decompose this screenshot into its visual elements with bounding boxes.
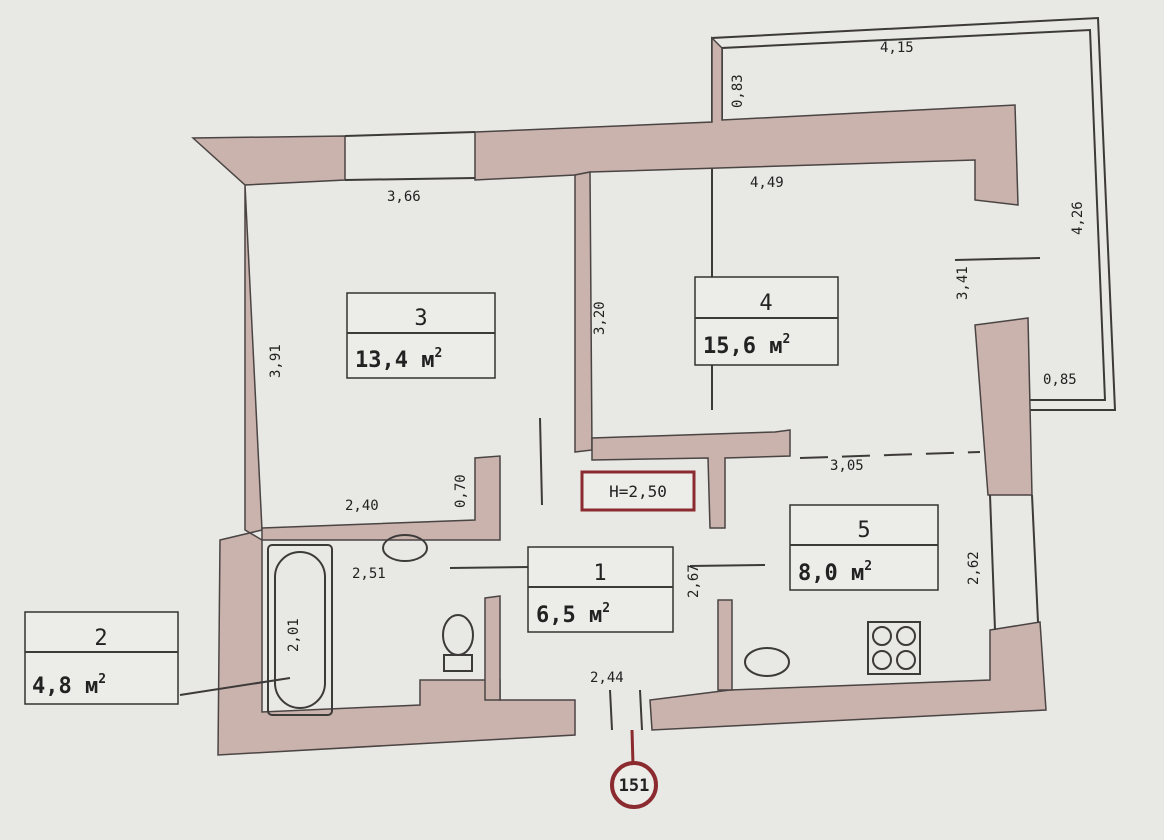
room-label-5: 5 8,0 м2 (789, 504, 939, 591)
svg-text:3,91: 3,91 (268, 344, 284, 378)
svg-text:3,41: 3,41 (955, 266, 971, 300)
sink-icon (382, 534, 428, 562)
hall-marker (539, 417, 543, 506)
bathtub-icon (267, 544, 333, 716)
svg-text:2,40: 2,40 (345, 498, 379, 514)
dimensions: 4,15 0,83 4,26 0,85 4,49 3,41 3,20 3,66 … (268, 40, 1086, 686)
svg-text:5: 5 (857, 518, 870, 543)
svg-text:3: 3 (414, 306, 427, 331)
toilet-icon (442, 614, 474, 656)
ceiling-height-label: H=2,50 (580, 470, 696, 512)
svg-text:2,44: 2,44 (590, 670, 624, 686)
stove-icon (867, 621, 921, 675)
svg-text:4,8 м2: 4,8 м2 (32, 672, 106, 699)
room-label-1: 1 6,5 м2 (527, 546, 674, 633)
svg-text:0,85: 0,85 (1043, 372, 1077, 388)
room-label-4: 4 15,6 м2 (694, 276, 839, 366)
svg-text:13,4 м2: 13,4 м2 (355, 346, 442, 373)
svg-text:4: 4 (759, 291, 772, 316)
svg-text:0,83: 0,83 (730, 74, 746, 108)
svg-text:2: 2 (94, 626, 107, 651)
svg-text:1: 1 (593, 561, 606, 586)
walls (191, 36, 1047, 756)
room-label-3: 3 13,4 м2 (346, 292, 496, 379)
svg-text:2,67: 2,67 (686, 564, 702, 598)
svg-text:2,62: 2,62 (966, 551, 982, 585)
room-label-2: 2 4,8 м2 (24, 611, 179, 705)
kitchen-sink-icon (744, 647, 790, 677)
svg-text:4,15: 4,15 (880, 40, 914, 56)
apartment-number-badge: 151 (610, 729, 658, 809)
svg-text:6,5 м2: 6,5 м2 (536, 601, 610, 628)
svg-text:2,01: 2,01 (286, 618, 302, 652)
svg-text:2,51: 2,51 (352, 566, 386, 582)
svg-text:3,66: 3,66 (387, 189, 421, 205)
svg-text:3,20: 3,20 (592, 301, 608, 335)
svg-text:15,6 м2: 15,6 м2 (703, 332, 790, 359)
svg-text:3,05: 3,05 (830, 458, 864, 474)
svg-text:4,26: 4,26 (1070, 201, 1086, 235)
svg-text:H=2,50: H=2,50 (609, 482, 667, 501)
fixtures (179, 534, 921, 716)
svg-text:151: 151 (619, 776, 650, 796)
svg-text:8,0 м2: 8,0 м2 (798, 559, 872, 586)
svg-text:4,49: 4,49 (750, 175, 784, 191)
svg-text:0,70: 0,70 (453, 474, 469, 508)
